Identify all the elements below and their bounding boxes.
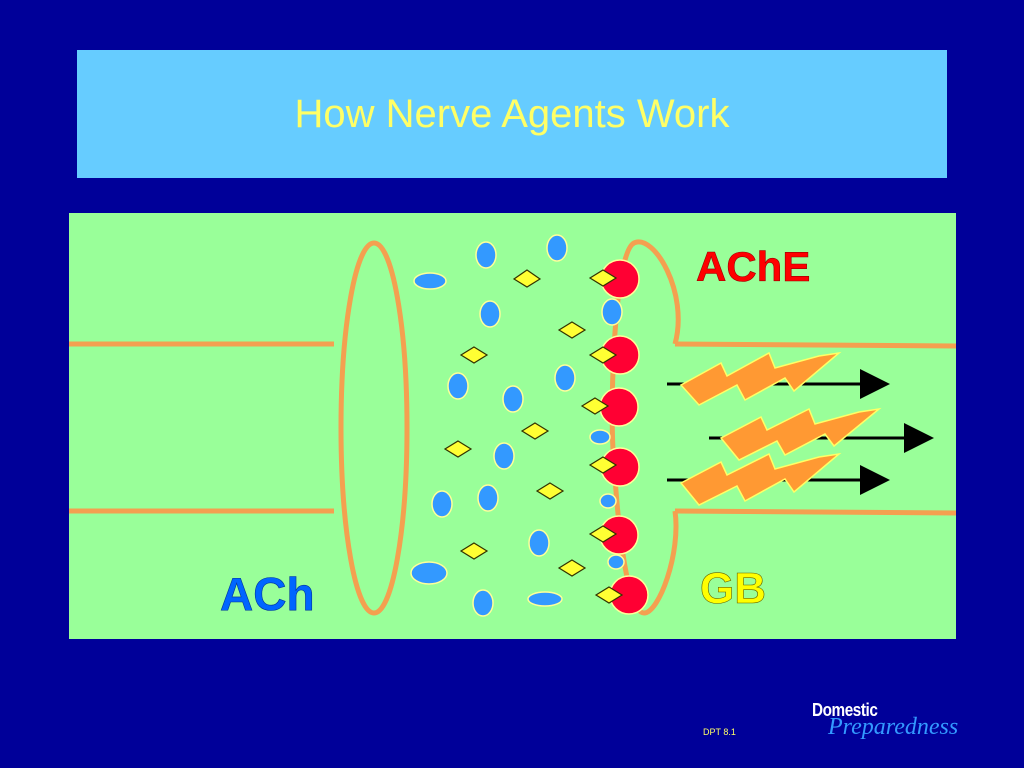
ach-molecule xyxy=(479,300,501,328)
ach-molecule xyxy=(527,591,563,607)
slide-title: How Nerve Agents Work xyxy=(294,91,730,136)
ach-molecules xyxy=(410,234,625,617)
ache-label: AChE xyxy=(696,243,810,290)
gb-molecule xyxy=(580,397,610,415)
slide-footer-code: DPT 8.1 xyxy=(703,727,736,737)
gb-molecule xyxy=(512,269,542,288)
ach-molecule xyxy=(431,490,453,518)
logo-line-preparedness: Preparedness xyxy=(828,714,959,740)
logo-line-domestic: Domestic xyxy=(812,700,878,720)
gb-label: GB xyxy=(700,564,766,613)
gb-molecule xyxy=(535,482,565,500)
ach-molecule xyxy=(589,429,611,445)
ach-molecule xyxy=(528,529,550,557)
ach-molecule xyxy=(477,484,499,512)
domestic-preparedness-logo: Domestic Preparedness xyxy=(812,700,977,748)
title-box: How Nerve Agents Work xyxy=(77,50,947,178)
presynaptic-membrane xyxy=(338,240,410,616)
ach-molecule xyxy=(447,372,469,400)
signal-bolt xyxy=(719,407,882,461)
gb-molecule xyxy=(459,346,489,364)
signal-bolt xyxy=(679,452,842,506)
ach-molecule xyxy=(607,554,625,570)
gb-molecule xyxy=(594,586,624,604)
postsynaptic-axon-bottom xyxy=(674,508,956,516)
gb-molecule xyxy=(588,346,618,364)
ach-molecule xyxy=(554,364,576,392)
ach-molecule xyxy=(410,561,448,585)
ach-molecule xyxy=(493,442,515,470)
gb-molecules xyxy=(443,269,624,604)
gb-molecule xyxy=(520,422,550,440)
gb-molecule xyxy=(588,269,618,287)
gb-molecule xyxy=(459,542,489,560)
ach-molecule xyxy=(472,589,494,617)
postsynaptic-axon-top xyxy=(674,341,956,349)
gb-molecule xyxy=(557,559,587,577)
ache-receptors xyxy=(599,259,649,615)
synapse-diagram: AChE ACh GB xyxy=(69,213,956,639)
signal-bolt xyxy=(679,351,842,406)
ach-molecule xyxy=(546,234,568,262)
gb-molecule xyxy=(557,321,587,339)
gb-molecule xyxy=(588,456,618,474)
ach-molecule xyxy=(599,493,617,509)
ach-molecule xyxy=(502,385,524,413)
signal-bolts xyxy=(679,351,882,506)
ach-label: ACh xyxy=(220,568,315,620)
ach-molecule xyxy=(475,241,497,269)
ach-molecule xyxy=(413,272,447,290)
gb-molecule xyxy=(443,440,473,458)
ach-molecule xyxy=(601,298,623,326)
gb-molecule xyxy=(588,525,618,543)
